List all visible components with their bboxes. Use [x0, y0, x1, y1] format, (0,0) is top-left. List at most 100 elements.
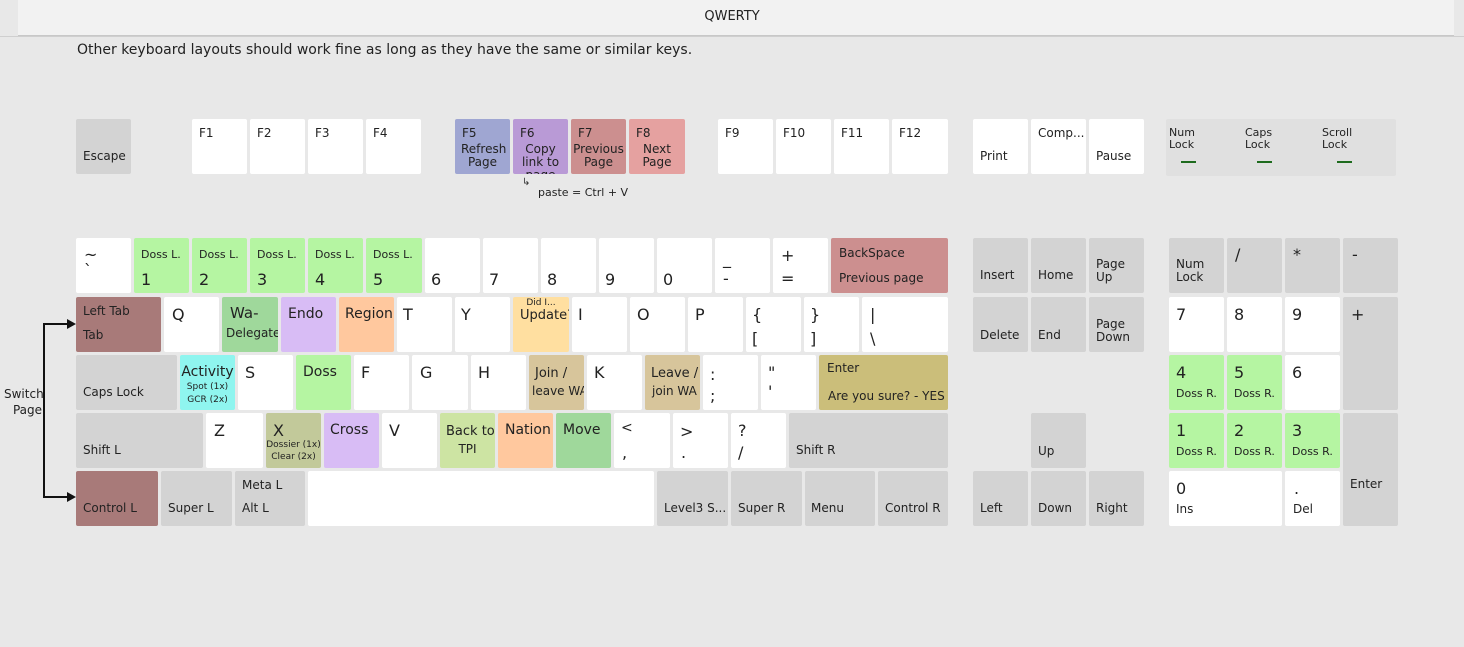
key-5-doss-l[interactable]: Doss L. 5: [366, 238, 422, 293]
key-numpad-7[interactable]: 7: [1169, 297, 1224, 352]
key-y[interactable]: Y: [455, 297, 510, 352]
key-l-leave-join-wa[interactable]: Leave / join WA: [645, 355, 700, 410]
key-6[interactable]: 6: [425, 238, 480, 293]
key-c-cross[interactable]: Cross: [324, 413, 379, 468]
key-numpad-1-doss-r[interactable]: 1 Doss R.: [1169, 413, 1224, 468]
key-i[interactable]: I: [572, 297, 627, 352]
key-backslash[interactable]: | \: [862, 297, 948, 352]
key-page-down[interactable]: Page Down: [1089, 297, 1144, 352]
key-slash[interactable]: ? /: [731, 413, 786, 468]
key-escape[interactable]: Escape: [76, 119, 131, 174]
key-numpad-enter[interactable]: Enter: [1343, 413, 1398, 526]
key-s[interactable]: S: [238, 355, 293, 410]
key-minus[interactable]: _ -: [715, 238, 770, 293]
key-quote[interactable]: " ': [761, 355, 816, 410]
key-level3-shift[interactable]: Level3 S...: [657, 471, 728, 526]
key-1-doss-l[interactable]: Doss L. 1: [134, 238, 189, 293]
key-num-lock[interactable]: Num Lock: [1169, 238, 1224, 293]
key-2-doss-l[interactable]: Doss L. 2: [192, 238, 247, 293]
key-numpad-add[interactable]: +: [1343, 297, 1398, 410]
key-t[interactable]: T: [397, 297, 452, 352]
key-j-join-leave-wa[interactable]: Join / leave WA: [529, 355, 584, 410]
key-period[interactable]: > .: [673, 413, 728, 468]
key-f8-next-page[interactable]: F8 Next Page: [629, 119, 685, 174]
key-x-dossier-clear[interactable]: X Dossier (1x) Clear (2x): [266, 413, 321, 468]
key-g[interactable]: G: [412, 355, 468, 410]
key-p[interactable]: P: [688, 297, 743, 352]
key-numpad-multiply[interactable]: *: [1285, 238, 1340, 293]
key-tilde[interactable]: ~ `: [76, 238, 131, 293]
key-comma[interactable]: < ,: [614, 413, 670, 468]
key-f2[interactable]: F2: [250, 119, 305, 174]
key-print[interactable]: Print: [973, 119, 1028, 174]
key-compose[interactable]: Comp...: [1031, 119, 1086, 174]
key-numpad-3-doss-r[interactable]: 3 Doss R.: [1285, 413, 1340, 468]
key-numpad-4-doss-r[interactable]: 4 Doss R.: [1169, 355, 1224, 410]
key-page-up[interactable]: Page Up: [1089, 238, 1144, 293]
key-arrow-up[interactable]: Up: [1031, 413, 1086, 468]
key-right-bracket[interactable]: } ]: [804, 297, 859, 352]
key-numpad-5-doss-r[interactable]: 5 Doss R.: [1227, 355, 1282, 410]
key-end[interactable]: End: [1031, 297, 1086, 352]
key-numpad-8[interactable]: 8: [1227, 297, 1282, 352]
key-f3[interactable]: F3: [308, 119, 363, 174]
key-h[interactable]: H: [471, 355, 526, 410]
key-f10[interactable]: F10: [776, 119, 831, 174]
key-control-left[interactable]: Control L: [76, 471, 158, 526]
key-tab[interactable]: Left Tab Tab: [76, 297, 161, 352]
key-f12[interactable]: F12: [892, 119, 948, 174]
key-equals[interactable]: + =: [773, 238, 828, 293]
key-enter-confirm[interactable]: Enter Are you sure? - YES: [819, 355, 948, 410]
key-numpad-divide[interactable]: /: [1227, 238, 1282, 293]
key-delete[interactable]: Delete: [973, 297, 1028, 352]
key-numpad-subtract[interactable]: -: [1343, 238, 1398, 293]
key-r-region[interactable]: Region: [339, 297, 394, 352]
key-d-doss[interactable]: Doss: [296, 355, 351, 410]
key-shift-left[interactable]: Shift L: [76, 413, 203, 468]
key-control-right[interactable]: Control R: [878, 471, 948, 526]
key-k[interactable]: K: [587, 355, 642, 410]
key-alt-left[interactable]: Meta L Alt L: [235, 471, 305, 526]
key-shift-right[interactable]: Shift R: [789, 413, 948, 468]
key-f4[interactable]: F4: [366, 119, 421, 174]
key-numpad-6[interactable]: 6: [1285, 355, 1340, 410]
key-w-wa-delegate[interactable]: Wa- Delegate: [222, 297, 278, 352]
key-arrow-down[interactable]: Down: [1031, 471, 1086, 526]
key-e-endo[interactable]: Endo: [281, 297, 336, 352]
key-7[interactable]: 7: [483, 238, 538, 293]
key-numpad-9[interactable]: 9: [1285, 297, 1340, 352]
key-0[interactable]: 0: [657, 238, 712, 293]
key-numpad-2-doss-r[interactable]: 2 Doss R.: [1227, 413, 1282, 468]
key-f9[interactable]: F9: [718, 119, 773, 174]
key-3-doss-l[interactable]: Doss L. 3: [250, 238, 305, 293]
key-m-move[interactable]: Move: [556, 413, 611, 468]
key-z[interactable]: Z: [206, 413, 263, 468]
key-v[interactable]: V: [382, 413, 437, 468]
key-menu[interactable]: Menu: [805, 471, 875, 526]
key-9[interactable]: 9: [599, 238, 654, 293]
key-f7-previous-page[interactable]: F7 Previous Page: [571, 119, 626, 174]
key-insert[interactable]: Insert: [973, 238, 1028, 293]
key-left-bracket[interactable]: { [: [746, 297, 801, 352]
key-4-doss-l[interactable]: Doss L. 4: [308, 238, 363, 293]
key-8[interactable]: 8: [541, 238, 596, 293]
key-a-activity[interactable]: Activity Spot (1x) GCR (2x): [180, 355, 235, 410]
key-semicolon[interactable]: : ;: [703, 355, 758, 410]
key-pause[interactable]: Pause: [1089, 119, 1144, 174]
key-space[interactable]: [308, 471, 654, 526]
key-f5-refresh[interactable]: F5 Refresh Page: [455, 119, 510, 174]
key-arrow-left[interactable]: Left: [973, 471, 1028, 526]
key-b-back-to-tpi[interactable]: Back to TPI: [440, 413, 495, 468]
key-o[interactable]: O: [630, 297, 685, 352]
key-f6-copy-link[interactable]: F6 Copy link to page: [513, 119, 568, 174]
key-n-nation[interactable]: Nation: [498, 413, 553, 468]
key-arrow-right[interactable]: Right: [1089, 471, 1144, 526]
key-u-update[interactable]: Did I... Update?: [513, 297, 569, 352]
key-caps-lock[interactable]: Caps Lock: [76, 355, 177, 410]
key-f[interactable]: F: [354, 355, 409, 410]
key-numpad-0[interactable]: 0 Ins: [1169, 471, 1282, 526]
key-f11[interactable]: F11: [834, 119, 889, 174]
key-numpad-decimal[interactable]: . Del: [1285, 471, 1340, 526]
key-super-right[interactable]: Super R: [731, 471, 802, 526]
key-q[interactable]: Q: [164, 297, 219, 352]
